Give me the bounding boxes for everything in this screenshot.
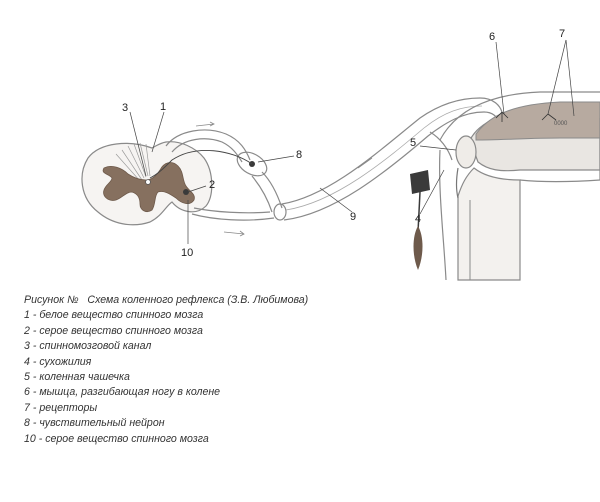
white-matter-fibers — [115, 142, 151, 182]
grey-matter — [102, 162, 195, 212]
label-4: 4 — [415, 213, 421, 225]
legend-text: серое вещество спинного мозга — [39, 324, 203, 337]
figure-caption: Рисунок № Схема коленного рефлекса (З.В.… — [24, 293, 584, 447]
legend-text: спинномозговой канал — [39, 340, 152, 353]
legend-item: 10 - серое вещество спинного мозга — [24, 432, 209, 445]
legend-item: 7 - рецепторы — [24, 401, 98, 414]
legend-number: 4 — [24, 355, 30, 368]
spinal-cord-section — [81, 141, 213, 226]
label-10: 10 — [181, 247, 193, 259]
tibia — [457, 167, 521, 281]
label-6: 6 — [489, 31, 495, 43]
legend-item: 4 - сухожилия — [24, 355, 92, 368]
kneecap — [455, 135, 477, 169]
legend-text: белое вещество спинного мозга — [39, 309, 204, 322]
extensor-muscle — [475, 101, 600, 141]
legend-number: 2 — [24, 324, 30, 337]
receptor-tag-text: 0000 — [554, 121, 568, 127]
legend-number: 8 — [24, 417, 30, 430]
receptors — [495, 111, 557, 122]
legend-number: 1 — [24, 309, 30, 322]
legend-text: серое вещество спинного мозга — [45, 432, 209, 445]
hammer-handle — [413, 226, 423, 270]
label-2: 2 — [209, 179, 215, 191]
reflex-hammer — [410, 170, 430, 270]
label-3: 3 — [122, 102, 128, 114]
legend-text: сухожилия — [39, 355, 92, 368]
legend-number: 10 — [24, 432, 36, 445]
legend-item: 6 - мышца, разгибающая ногу в колене — [24, 386, 221, 399]
label-8: 8 — [296, 149, 302, 161]
legend-text: мышца, разгибающая ногу в колене — [39, 386, 221, 399]
hammer-head — [410, 170, 430, 194]
legend-number: 3 — [24, 340, 30, 353]
motor-neuron-body — [183, 189, 189, 195]
legend-text: коленная чашечка — [39, 371, 130, 384]
legend-item: 3 - спинномозговой канал — [24, 340, 152, 353]
knee-reflex-diagram: 0000 3 1 2 10 8 9 5 4 6 7 — [81, 28, 600, 281]
legend-number: 5 — [24, 371, 30, 384]
nerve-roots — [165, 97, 503, 221]
label-7: 7 — [559, 28, 565, 40]
legend-text: рецепторы — [39, 401, 98, 414]
legend-item: 2 - серое вещество спинного мозга — [24, 324, 203, 337]
spinal-nerve — [281, 97, 503, 205]
label-5: 5 — [410, 137, 416, 149]
legend-number: 7 — [24, 401, 30, 414]
direction-arrows — [195, 121, 373, 237]
legend-item: 1 - белое вещество спинного мозга — [24, 309, 204, 322]
legend-text: чувствительный нейрон — [39, 417, 165, 430]
legend-number: 6 — [24, 386, 30, 399]
caption-title-line: Рисунок № Схема коленного рефлекса (З.В.… — [24, 293, 584, 308]
legend-item: 8 - чувствительный нейрон — [24, 417, 165, 430]
sensory-neuron-fiber — [149, 150, 253, 179]
legend-list: 1 - белое вещество спинного мозга 2 - сер… — [24, 308, 584, 447]
label-9: 9 — [350, 211, 356, 223]
tendon — [455, 167, 459, 199]
caption-title: Схема коленного рефлекса (З.В. Любимова) — [87, 294, 309, 306]
label-1: 1 — [160, 101, 166, 113]
leader-lines — [129, 39, 575, 244]
knee-joint: 0000 — [439, 91, 600, 281]
legend-item: 5 - коленная чашечка — [24, 371, 130, 384]
spinal-canal — [145, 179, 151, 185]
figure-label: Рисунок № — [24, 294, 79, 306]
